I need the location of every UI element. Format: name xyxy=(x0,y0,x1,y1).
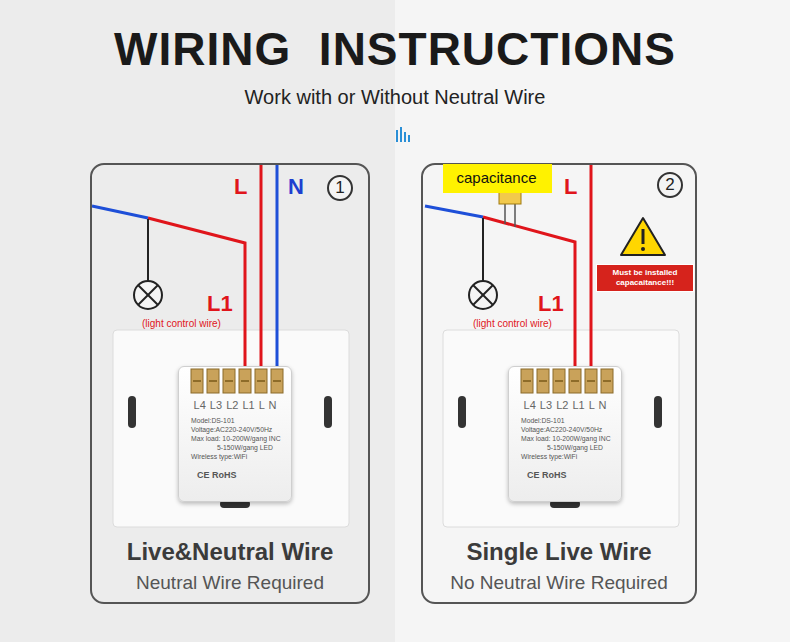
screw-slot xyxy=(209,380,217,382)
panel-heading: Single Live Wire xyxy=(423,538,695,566)
screw-terminal xyxy=(553,369,565,393)
warning-text: Must be installed capacaitance!!! xyxy=(600,268,690,288)
spec-line: 5-150W/gang LED xyxy=(547,444,603,451)
screw-slot xyxy=(571,380,579,382)
lamp-wire xyxy=(147,219,149,281)
screw-terminal xyxy=(537,369,549,393)
neutral-wire xyxy=(92,206,148,218)
wire-label: N xyxy=(288,174,304,200)
screw-terminal xyxy=(207,369,219,393)
live-wire xyxy=(590,163,593,368)
screw-slot xyxy=(587,380,595,382)
wire-label: L xyxy=(234,174,247,200)
screw-slot xyxy=(193,380,201,382)
neutral-wire xyxy=(425,206,483,217)
screw-terminal xyxy=(521,369,533,393)
screw-slot xyxy=(603,380,611,382)
terminal-block xyxy=(509,367,621,397)
plate-slot xyxy=(128,396,136,428)
screw-terminal xyxy=(601,369,613,393)
screw-terminal xyxy=(585,369,597,393)
lamp-wire xyxy=(482,218,484,281)
spec-line: Max load: 10-200W/gang INC xyxy=(521,435,611,442)
callout-number: 2 xyxy=(657,172,683,198)
wire-label: L1 xyxy=(207,291,233,317)
neutral-wire xyxy=(276,163,279,368)
spec-line: 5-150W/gang LED xyxy=(217,444,273,451)
wall-plate xyxy=(113,330,349,527)
screw-terminal xyxy=(191,369,203,393)
panel-subheading: Neutral Wire Required xyxy=(92,572,368,594)
screw-terminal xyxy=(271,369,283,393)
capacitor-symbol xyxy=(499,191,521,227)
screw-slot xyxy=(539,380,547,382)
warning-box: Must be installed capacaitance!!! xyxy=(596,264,694,292)
spec-line: Model:DS-101 xyxy=(191,417,234,424)
panel-heading: Live&Neutral Wire xyxy=(92,538,368,566)
spec-line: Wireless type:WiFi xyxy=(191,453,247,460)
screw-slot xyxy=(225,380,233,382)
screw-slot xyxy=(555,380,563,382)
wire-note: (light control wire) xyxy=(473,318,552,329)
wiring-panel: Live&Neutral WireNeutral Wire Required1L… xyxy=(90,163,370,604)
screw-terminal xyxy=(239,369,251,393)
spec-line: Model:DS-101 xyxy=(521,417,564,424)
spec-line: Voltage:AC220-240V/50Hz xyxy=(191,426,272,433)
wire-note: (light control wire) xyxy=(142,318,221,329)
screw-slot xyxy=(257,380,265,382)
spec-line: Voltage:AC220-240V/50Hz xyxy=(521,426,602,433)
tag-text: capacitance xyxy=(456,169,536,186)
capacitance-tag: capacitance xyxy=(443,164,552,193)
lamp-symbol xyxy=(134,281,162,309)
wall-plate xyxy=(443,330,679,527)
callout-number: 1 xyxy=(327,175,353,201)
subtitle: Work with or Without Neutral Wire xyxy=(0,86,790,109)
cert-marks: CE RoHS xyxy=(197,470,237,480)
spec-line: Max load: 10-200W/gang INC xyxy=(191,435,281,442)
lamp-symbol xyxy=(469,281,497,309)
plate-slot xyxy=(654,396,662,428)
screw-terminal xyxy=(255,369,267,393)
terminal-labels: L4 L3 L2 L1 L N xyxy=(509,399,621,411)
plate-slot xyxy=(324,396,332,428)
panel-subheading: No Neutral Wire Required xyxy=(423,572,695,594)
terminal-block xyxy=(179,367,291,397)
signal-icon xyxy=(396,127,410,142)
page-title: WIRING INSTRUCTIONS xyxy=(0,22,790,76)
wire-label: L1 xyxy=(538,291,564,317)
screw-terminal xyxy=(569,369,581,393)
warning-triangle xyxy=(621,218,665,255)
live-wire xyxy=(260,163,263,368)
screw-slot xyxy=(273,380,281,382)
switch-module: L4 L3 L2 L1 L N Model:DS-101Voltage:AC220… xyxy=(508,366,622,502)
terminal-labels: L4 L3 L2 L1 L N xyxy=(179,399,291,411)
callout-text: 2 xyxy=(659,175,681,195)
screw-terminal xyxy=(223,369,235,393)
callout-text: 1 xyxy=(329,178,351,198)
plate-slot xyxy=(458,396,466,428)
screw-slot xyxy=(523,380,531,382)
switch-module: L4 L3 L2 L1 L N Model:DS-101Voltage:AC220… xyxy=(178,366,292,502)
wire-label: L xyxy=(564,174,577,200)
screw-slot xyxy=(241,380,249,382)
wiring-panel: Single Live Wire No Neutral Wire Required… xyxy=(421,163,697,604)
cert-marks: CE RoHS xyxy=(527,470,567,480)
spec-line: Wireless type:WiFi xyxy=(521,453,577,460)
